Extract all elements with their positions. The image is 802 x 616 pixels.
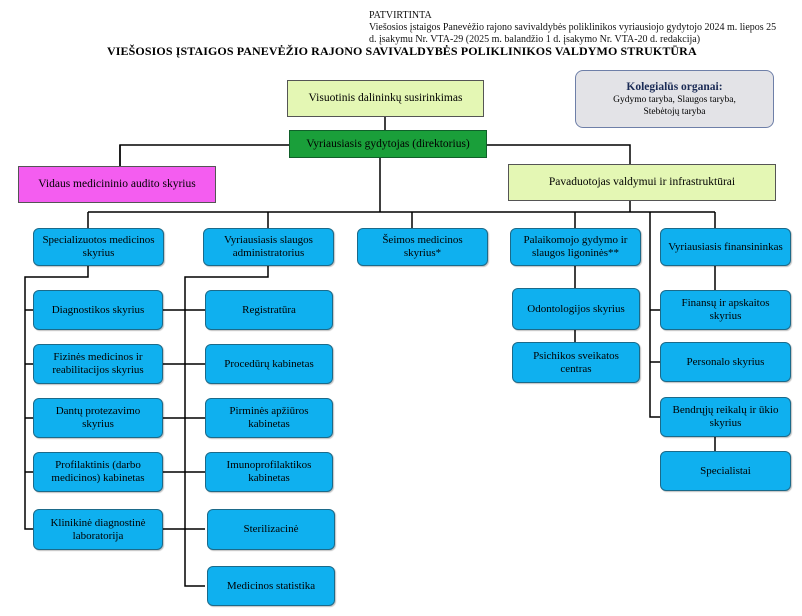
internal-audit-box: Vidaus medicininio audito skyrius — [18, 166, 216, 203]
sterilization-unit: Sterilizacinė — [207, 509, 335, 550]
page-title: VIEŠOSIOS ĮSTAIGOS PANEVĖŽIO RAJONO SAVI… — [107, 44, 697, 58]
dentistry-unit: Odontologijos skyrius — [512, 288, 640, 330]
general-affairs-unit: Bendrųjų reikalų ir ūkio skyrius — [660, 397, 791, 437]
collegial-line-2: Stebėtojų taryba — [643, 106, 706, 117]
collegial-heading: Kolegialūs organai: — [626, 80, 723, 93]
registry-unit: Registratūra — [205, 290, 333, 330]
collegial-line-1: Gydymo taryba, Slaugos taryba, — [613, 94, 736, 105]
finance-accounting-unit: Finansų ir apskaitos skyrius — [660, 290, 791, 330]
supportive-care-hospital-box: Palaikomojo gydymo ir slaugos ligoninės*… — [510, 228, 641, 266]
procedures-office: Procedūrų kabinetas — [205, 344, 333, 384]
personnel-unit: Personalo skyrius — [660, 342, 791, 382]
family-medicine-box: Šeimos medicinos skyrius* — [357, 228, 488, 266]
approval-label: PATVIRTINTA — [369, 10, 432, 21]
medical-statistics-unit: Medicinos statistika — [207, 566, 335, 606]
chief-financier-box: Vyriausiasis finansininkas — [660, 228, 791, 266]
approval-line-1: Viešosios įstaigos Panevėžio rajono savi… — [369, 22, 777, 33]
chief-nursing-admin-box: Vyriausiasis slaugos administratorius — [203, 228, 334, 266]
collegial-bodies-box: Kolegialūs organai: Gydymo taryba, Slaug… — [575, 70, 774, 128]
mental-health-center: Psichikos sveikatos centras — [512, 342, 640, 383]
diagnostics-unit: Diagnostikos skyrius — [33, 290, 163, 330]
specialists-unit: Specialistai — [660, 451, 791, 491]
deputy-director-box: Pavaduotojas valdymui ir infrastruktūrai — [508, 164, 776, 201]
approval-line-2: d. įsakymu Nr. VTA-29 (2025 m. balandžio… — [369, 34, 701, 45]
chief-physician-box: Vyriausiasis gydytojas (direktorius) — [289, 130, 487, 158]
physical-rehab-unit: Fizinės medicinos ir reabilitacijos skyr… — [33, 344, 163, 384]
immunoprophylaxis-office: Imunoprofilaktikos kabinetas — [205, 452, 333, 492]
specialized-medicine-box: Specializuotos medicinos skyrius — [33, 228, 164, 266]
clinical-lab-unit: Klinikinė diagnostinė laboratorija — [33, 509, 163, 550]
dental-prosthetics-unit: Dantų protezavimo skyrius — [33, 398, 163, 438]
occupational-medicine-office: Profilaktinis (darbo medicinos) kabineta… — [33, 452, 163, 492]
primary-exam-office: Pirminės apžiūros kabinetas — [205, 398, 333, 438]
shareholders-meeting-box: Visuotinis dalininkų susirinkimas — [287, 80, 484, 117]
